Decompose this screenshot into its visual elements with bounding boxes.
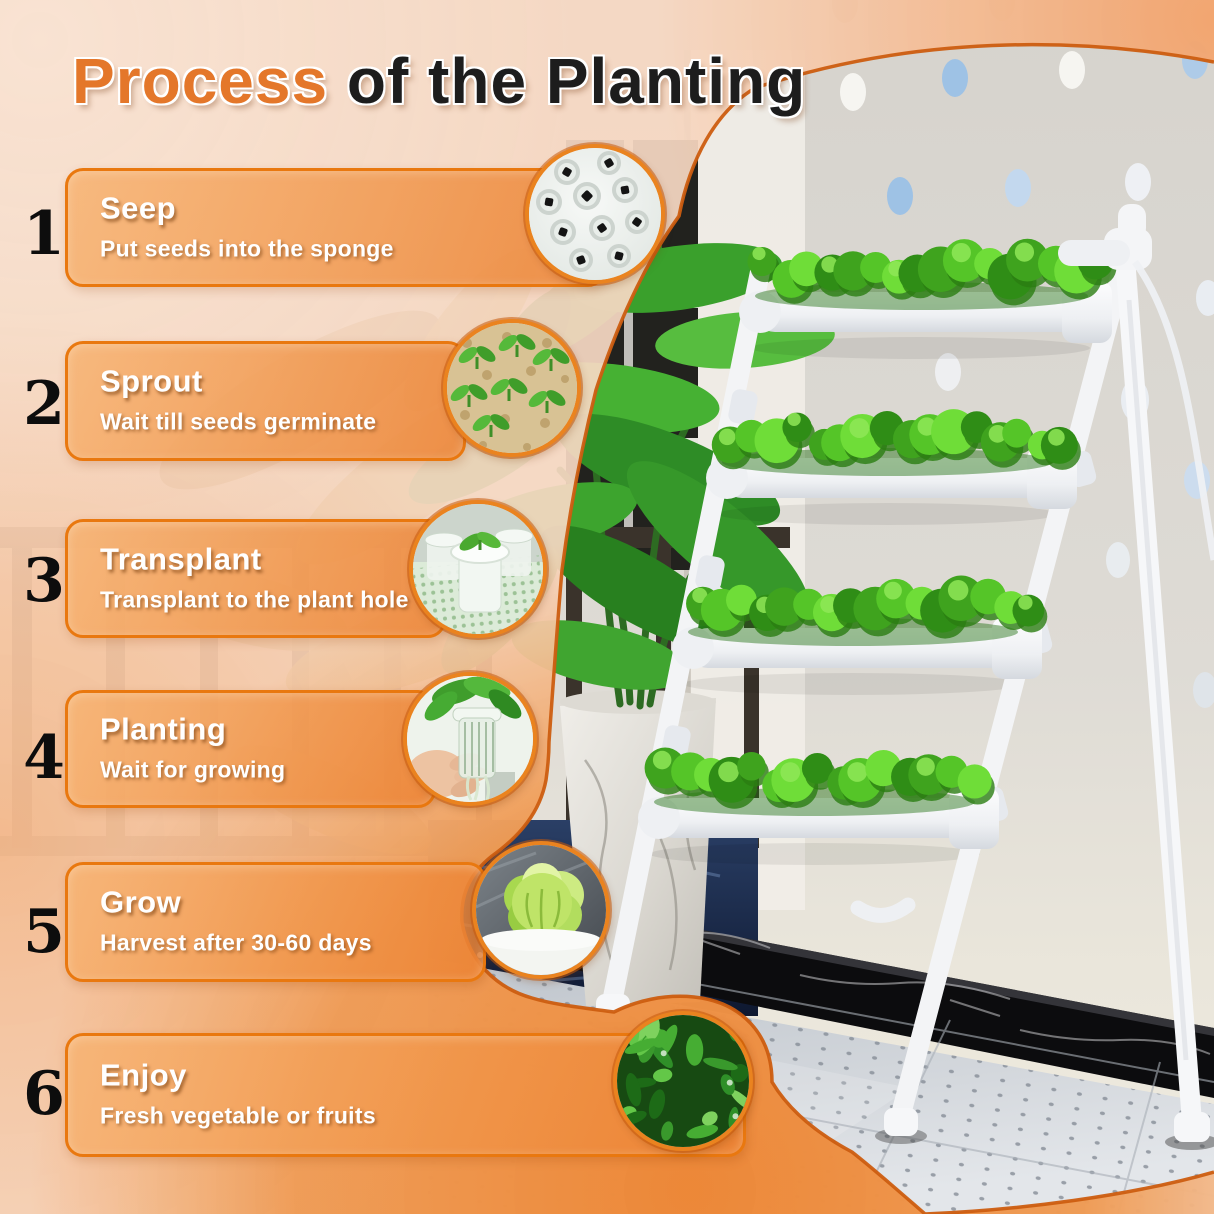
thumb-lettuce-head-in-pipe-icon bbox=[472, 841, 610, 979]
step-subtitle: Put seeds into the sponge bbox=[100, 235, 394, 262]
step-subtitle: Harvest after 30-60 days bbox=[100, 929, 372, 956]
step-title: Planting bbox=[100, 711, 227, 747]
step-title: Transplant bbox=[100, 541, 262, 577]
step-title: Seep bbox=[100, 190, 177, 226]
thumb-harvested-fresh-greens-icon bbox=[613, 1011, 753, 1151]
step-box-4: Planting Wait for growing bbox=[65, 690, 436, 808]
thumb-hand-holding-net-pot-icon bbox=[403, 672, 537, 806]
step-number-2: 2 bbox=[23, 369, 65, 439]
step-title: Grow bbox=[100, 884, 182, 920]
step-number-1: 1 bbox=[23, 199, 65, 269]
page-title: Process of the Planting bbox=[72, 44, 806, 118]
sprout-sprites bbox=[450, 334, 570, 437]
step-subtitle: Transplant to the plant hole bbox=[100, 586, 409, 613]
step-title: Enjoy bbox=[100, 1057, 187, 1093]
title-rest: of the Planting bbox=[328, 45, 807, 117]
step-title: Sprout bbox=[100, 363, 203, 399]
step-box-6: Enjoy Fresh vegetable or fruits bbox=[65, 1033, 746, 1157]
step-number-3: 3 bbox=[23, 546, 65, 616]
step-box-1: Seep Put seeds into the sponge bbox=[65, 168, 606, 287]
step-number-4: 4 bbox=[23, 723, 65, 793]
step-number-5: 5 bbox=[23, 897, 65, 967]
title-highlight: Process bbox=[72, 45, 329, 117]
thumb-sponge-with-seed-holes-icon bbox=[525, 144, 665, 284]
step-number-6: 6 bbox=[23, 1059, 65, 1129]
cutout-ring bbox=[460, 42, 1214, 1214]
step-box-3: Transplant Transplant to the plant hole bbox=[65, 519, 446, 638]
step-box-2: Sprout Wait till seeds germinate bbox=[65, 341, 466, 461]
step-subtitle: Fresh vegetable or fruits bbox=[100, 1102, 376, 1129]
step-subtitle: Wait till seeds germinate bbox=[100, 408, 377, 435]
step-box-5: Grow Harvest after 30-60 days bbox=[65, 862, 486, 982]
step-subtitle: Wait for growing bbox=[100, 756, 286, 783]
thumb-seedling-net-cups-icon bbox=[409, 500, 547, 638]
thumb-seedlings-in-sponge-icon bbox=[443, 319, 581, 457]
